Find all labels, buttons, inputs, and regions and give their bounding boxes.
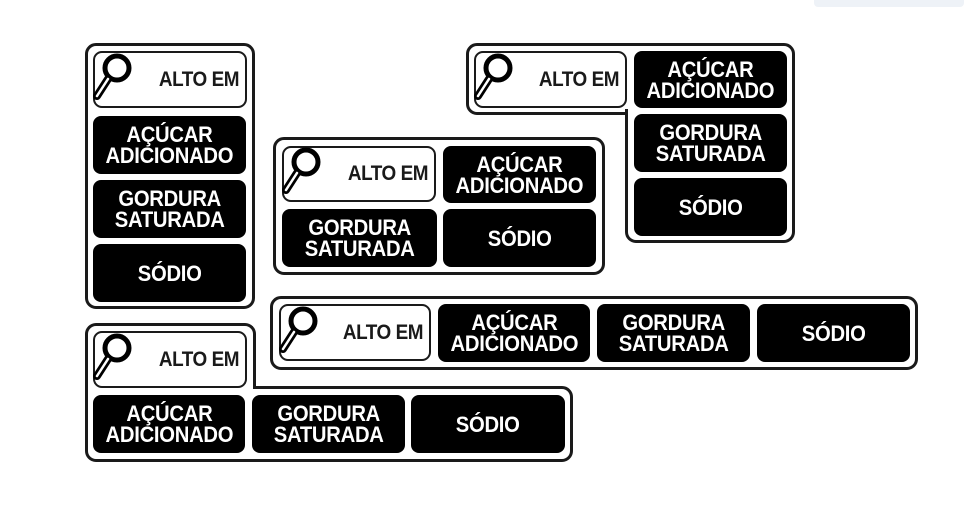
acucar-adicionado-text: AÇÚCAR ADICIONADO [455, 151, 584, 198]
sodio-text: SÓDIO [137, 260, 202, 286]
gordura-saturada-box: GORDURA SATURADA [282, 209, 437, 267]
watermark-strip [814, 0, 964, 7]
gordura-saturada-text: GORDURA SATURADA [618, 310, 729, 356]
label-joint-mask [628, 108, 792, 118]
sodio-box: SÓDIO [757, 304, 910, 362]
alto-em-text: ALTO EM [342, 320, 424, 344]
gordura-saturada-box: GORDURA SATURADA [93, 180, 246, 238]
gordura-saturada-box: GORDURA SATURADA [634, 114, 787, 172]
acucar-adicionado-text: AÇÚCAR ADICIONADO [450, 310, 578, 356]
magnifying-glass-icon [93, 333, 132, 380]
sodio-box: SÓDIO [634, 178, 787, 236]
sodio-box: SÓDIO [411, 395, 565, 453]
alto-em-text: ALTO EM [158, 347, 240, 371]
acucar-adicionado-box: AÇÚCAR ADICIONADO [443, 146, 596, 203]
sodio-text: SÓDIO [487, 225, 552, 251]
acucar-adicionado-text: AÇÚCAR ADICIONADO [646, 56, 775, 103]
gordura-saturada-text: GORDURA SATURADA [304, 215, 415, 261]
gordura-saturada-text: GORDURA SATURADA [114, 186, 225, 232]
magnifying-glass-icon [282, 147, 321, 194]
sodio-box: SÓDIO [443, 209, 596, 267]
gordura-saturada-text: GORDURA SATURADA [273, 401, 384, 447]
sodio-text: SÓDIO [801, 320, 866, 346]
acucar-adicionado-box: AÇÚCAR ADICIONADO [634, 51, 787, 108]
gordura-saturada-box: GORDURA SATURADA [597, 304, 750, 362]
sodio-box: SÓDIO [93, 244, 246, 302]
acucar-adicionado-box: AÇÚCAR ADICIONADO [438, 304, 590, 362]
alto-em-text: ALTO EM [158, 67, 240, 91]
alto-em-badge: ALTO EM [279, 304, 431, 361]
sodio-text: SÓDIO [678, 194, 743, 220]
sodio-text: SÓDIO [456, 411, 520, 437]
alto-em-text: ALTO EM [538, 67, 620, 91]
magnifying-glass-icon [474, 53, 513, 100]
acucar-adicionado-box: AÇÚCAR ADICIONADO [93, 116, 246, 174]
magnifying-glass-icon [93, 53, 132, 100]
gordura-saturada-text: GORDURA SATURADA [655, 120, 766, 166]
acucar-adicionado-text: AÇÚCAR ADICIONADO [105, 122, 234, 168]
acucar-adicionado-box: AÇÚCAR ADICIONADO [93, 395, 245, 453]
magnifying-glass-icon [279, 306, 318, 353]
gordura-saturada-box: GORDURA SATURADA [252, 395, 405, 453]
acucar-adicionado-text: AÇÚCAR ADICIONADO [105, 401, 233, 447]
alto-em-text: ALTO EM [347, 162, 429, 185]
